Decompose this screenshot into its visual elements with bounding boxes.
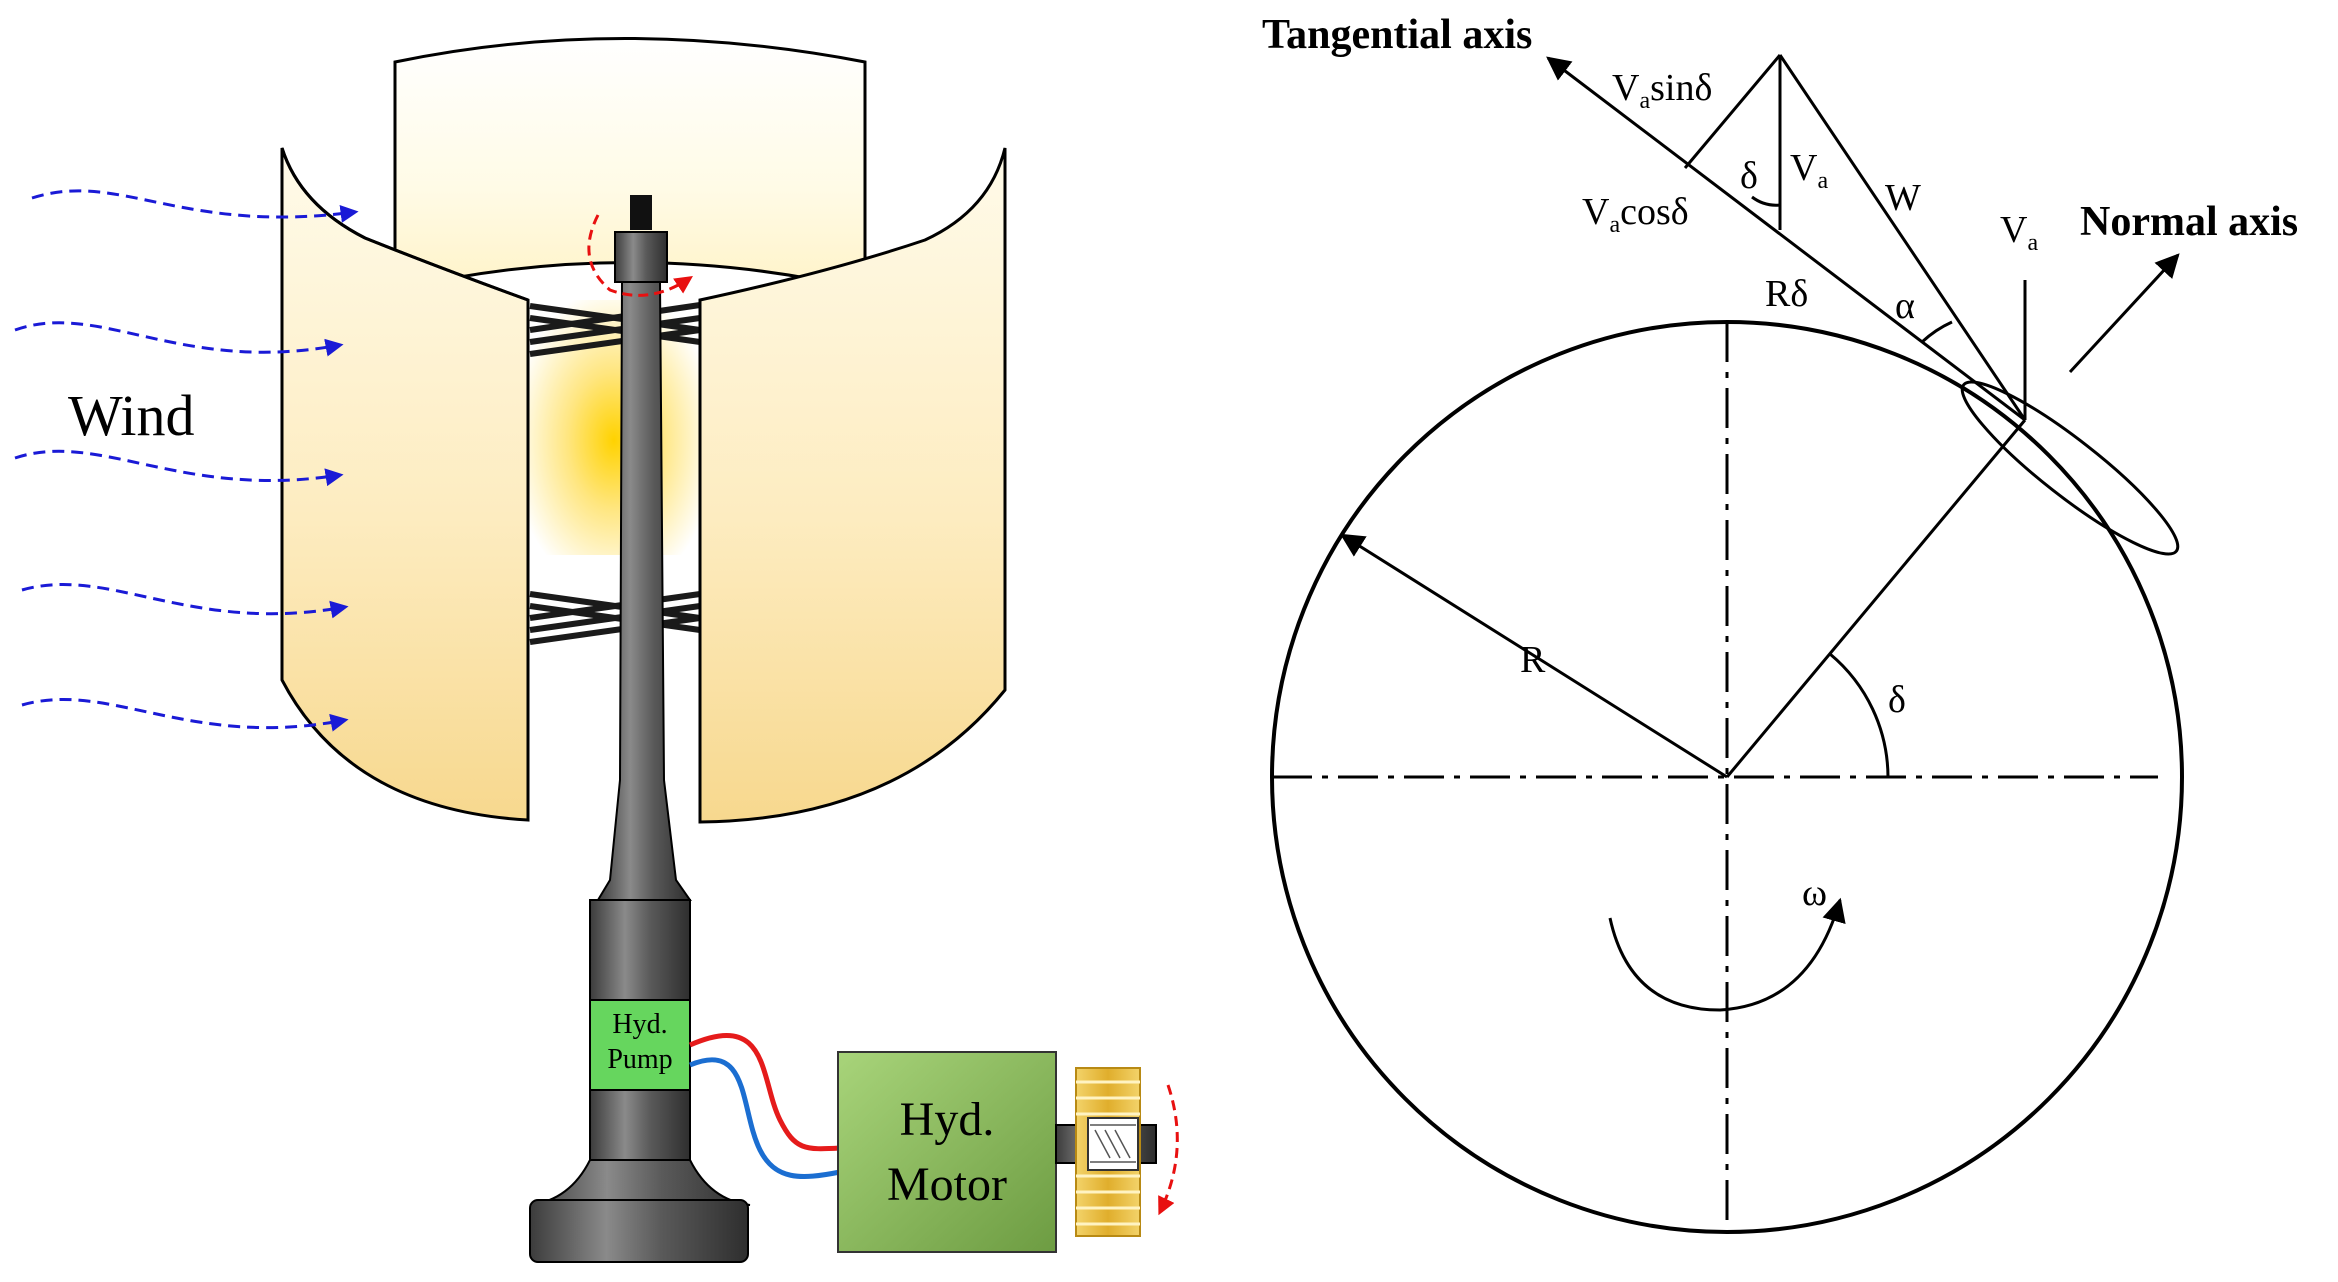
normal-axis-label: Normal axis — [2080, 199, 2298, 245]
va-sin-v: V — [1612, 67, 1640, 109]
alpha-arc — [1920, 320, 1953, 344]
motor-label-line2: Motor — [887, 1158, 1007, 1211]
diagram-labels: Tangential axis Normal axis Vasinδ Vacos… — [1262, 12, 2298, 914]
wind-label: Wind — [68, 383, 195, 448]
hyd-pump — [589, 999, 691, 1091]
omega-rotation-arrow — [1608, 897, 1846, 1012]
va-cos-rest: cosδ — [1620, 191, 1689, 233]
radius-arrow — [1339, 533, 1728, 779]
delta-arc-center — [1829, 652, 1890, 778]
r-delta-label: Rδ — [1765, 273, 1808, 315]
lower-struts — [529, 591, 701, 645]
wind-arrow-4 — [21, 583, 349, 619]
base-plate — [529, 1199, 749, 1263]
delta-top-label: δ — [1740, 155, 1758, 197]
pump-label-line1: Hyd. — [612, 1009, 667, 1040]
wind-arrows — [14, 189, 359, 732]
tangential-axis-arrow — [1546, 56, 2026, 422]
upper-struts — [529, 302, 701, 357]
blade-radius-line — [1725, 419, 2027, 778]
output-gear — [1075, 1067, 1141, 1237]
va-cos-sub: a — [1609, 212, 1620, 238]
delta-arc-top — [1751, 195, 1781, 207]
hose-red — [688, 1033, 841, 1152]
normal-axis-arrow — [2068, 253, 2180, 374]
w-label: W — [1885, 177, 1921, 219]
va-normal-label: Va — [2000, 209, 2038, 256]
radius-label: R — [1520, 639, 1546, 681]
savonius-turbine: Hyd. Pump Hyd. Motor — [14, 37, 1179, 1263]
va-triangle-label: Va — [1790, 147, 1828, 194]
blade-airfoil — [1960, 380, 2180, 556]
hub — [614, 231, 668, 283]
va-sin-sub: a — [1639, 88, 1650, 114]
va-norm-sub: a — [2027, 230, 2038, 256]
gear-rotation-arrow — [1158, 1084, 1179, 1216]
left-blade-edge — [280, 147, 529, 302]
va-sin-rest: sinδ — [1650, 67, 1712, 109]
blade-geometry-diagram — [1270, 54, 2184, 1234]
hyd-motor — [837, 1051, 1057, 1253]
base-flare — [529, 1159, 751, 1206]
omega-label: ω — [1802, 872, 1827, 914]
tangential-axis-label: Tangential axis — [1262, 12, 1532, 58]
wind-arrow-5 — [21, 697, 349, 732]
hose-blue — [689, 1057, 841, 1179]
wind-arrow-2 — [14, 321, 344, 357]
va-tri-sub: a — [1817, 168, 1828, 194]
va-norm-v: V — [2000, 209, 2028, 251]
shaft-rotation-arrow — [587, 214, 693, 297]
delta-center-label: δ — [1888, 679, 1906, 721]
wind-arrow-3 — [14, 449, 344, 487]
va-sin-side — [1683, 54, 1782, 169]
right-blade — [698, 147, 1007, 824]
w-vector — [1778, 54, 2027, 421]
va-sin-delta-label: Vasinδ — [1612, 67, 1712, 114]
pump-label-line2: Pump — [607, 1044, 672, 1075]
motor-label-line1: Hyd. — [900, 1093, 995, 1146]
va-cos-v: V — [1582, 191, 1610, 233]
top-cap — [630, 195, 652, 230]
alpha-label: α — [1895, 285, 1915, 327]
va-tri-v: V — [1790, 147, 1818, 189]
va-cos-delta-label: Vacosδ — [1582, 191, 1689, 238]
